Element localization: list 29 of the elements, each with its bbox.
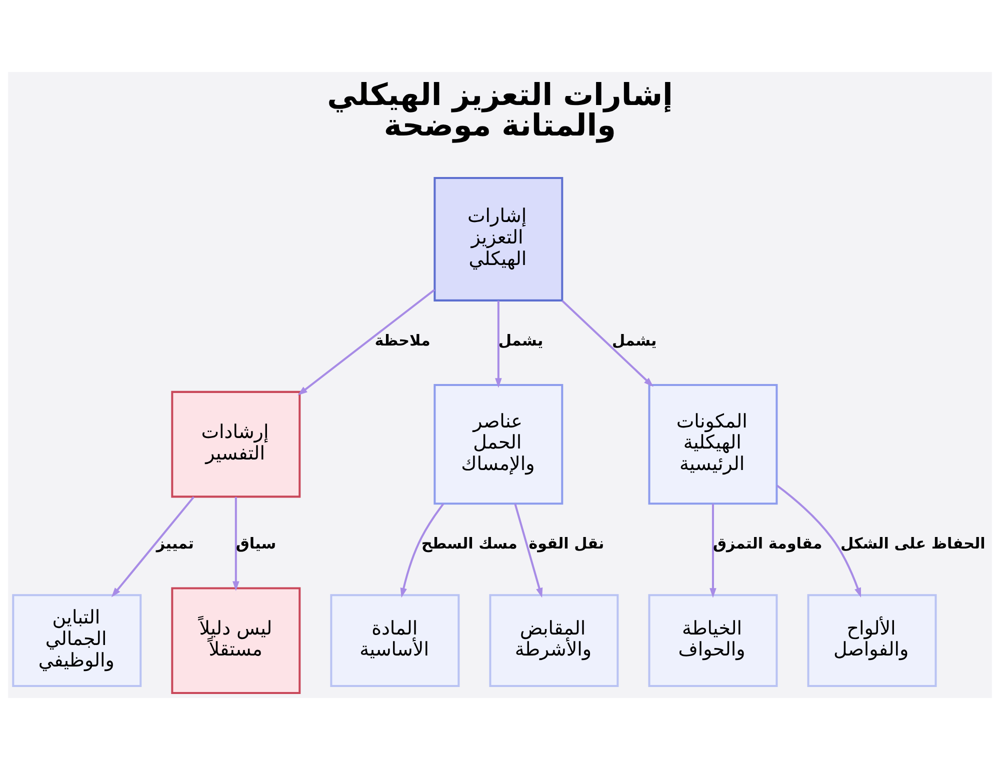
edge-label: الحفاظ على الشكل — [840, 534, 986, 553]
edge-label: يشمل — [498, 331, 544, 350]
node-box: الألواح والفواصل — [807, 594, 937, 688]
arrow — [495, 300, 502, 388]
node-box: المادة الأساسية — [330, 594, 460, 688]
edge-label: مسك السطح — [421, 534, 518, 553]
node-box: المكونات الهيكلية الرئيسية — [648, 384, 778, 505]
edge-label: يشمل — [612, 331, 657, 350]
edge-label: ملاحظة — [374, 331, 430, 350]
arrow — [298, 288, 436, 396]
node-box: إشارات التعزيز الهيكلي — [434, 177, 564, 302]
arrow — [400, 503, 444, 598]
node-box: الخياطة والحواف — [648, 594, 778, 688]
node-box: إرشادات التفسير — [171, 390, 301, 498]
arrow — [562, 300, 654, 387]
edge-label: مقاومة التمزق — [712, 534, 822, 553]
arrow — [232, 496, 240, 592]
arrow — [514, 503, 543, 598]
node-box: التباين الجمالي والوظيفي — [12, 594, 142, 688]
arrow — [776, 484, 862, 598]
edge-label: سياق — [236, 534, 276, 553]
arrow — [710, 504, 716, 598]
diagram-title: إشارات التعزيز الهيكلي والمتانة موضحة — [327, 78, 673, 144]
arrow — [111, 496, 194, 598]
node-box: عناصر الحمل والإمساك — [434, 384, 564, 505]
edge-label: نقل القوة — [528, 534, 604, 553]
edge-label: تمييز — [156, 534, 194, 553]
node-box: المقابض والأشرطة — [489, 594, 619, 688]
node-box: ليس دليلاً مستقلاً — [171, 587, 301, 694]
